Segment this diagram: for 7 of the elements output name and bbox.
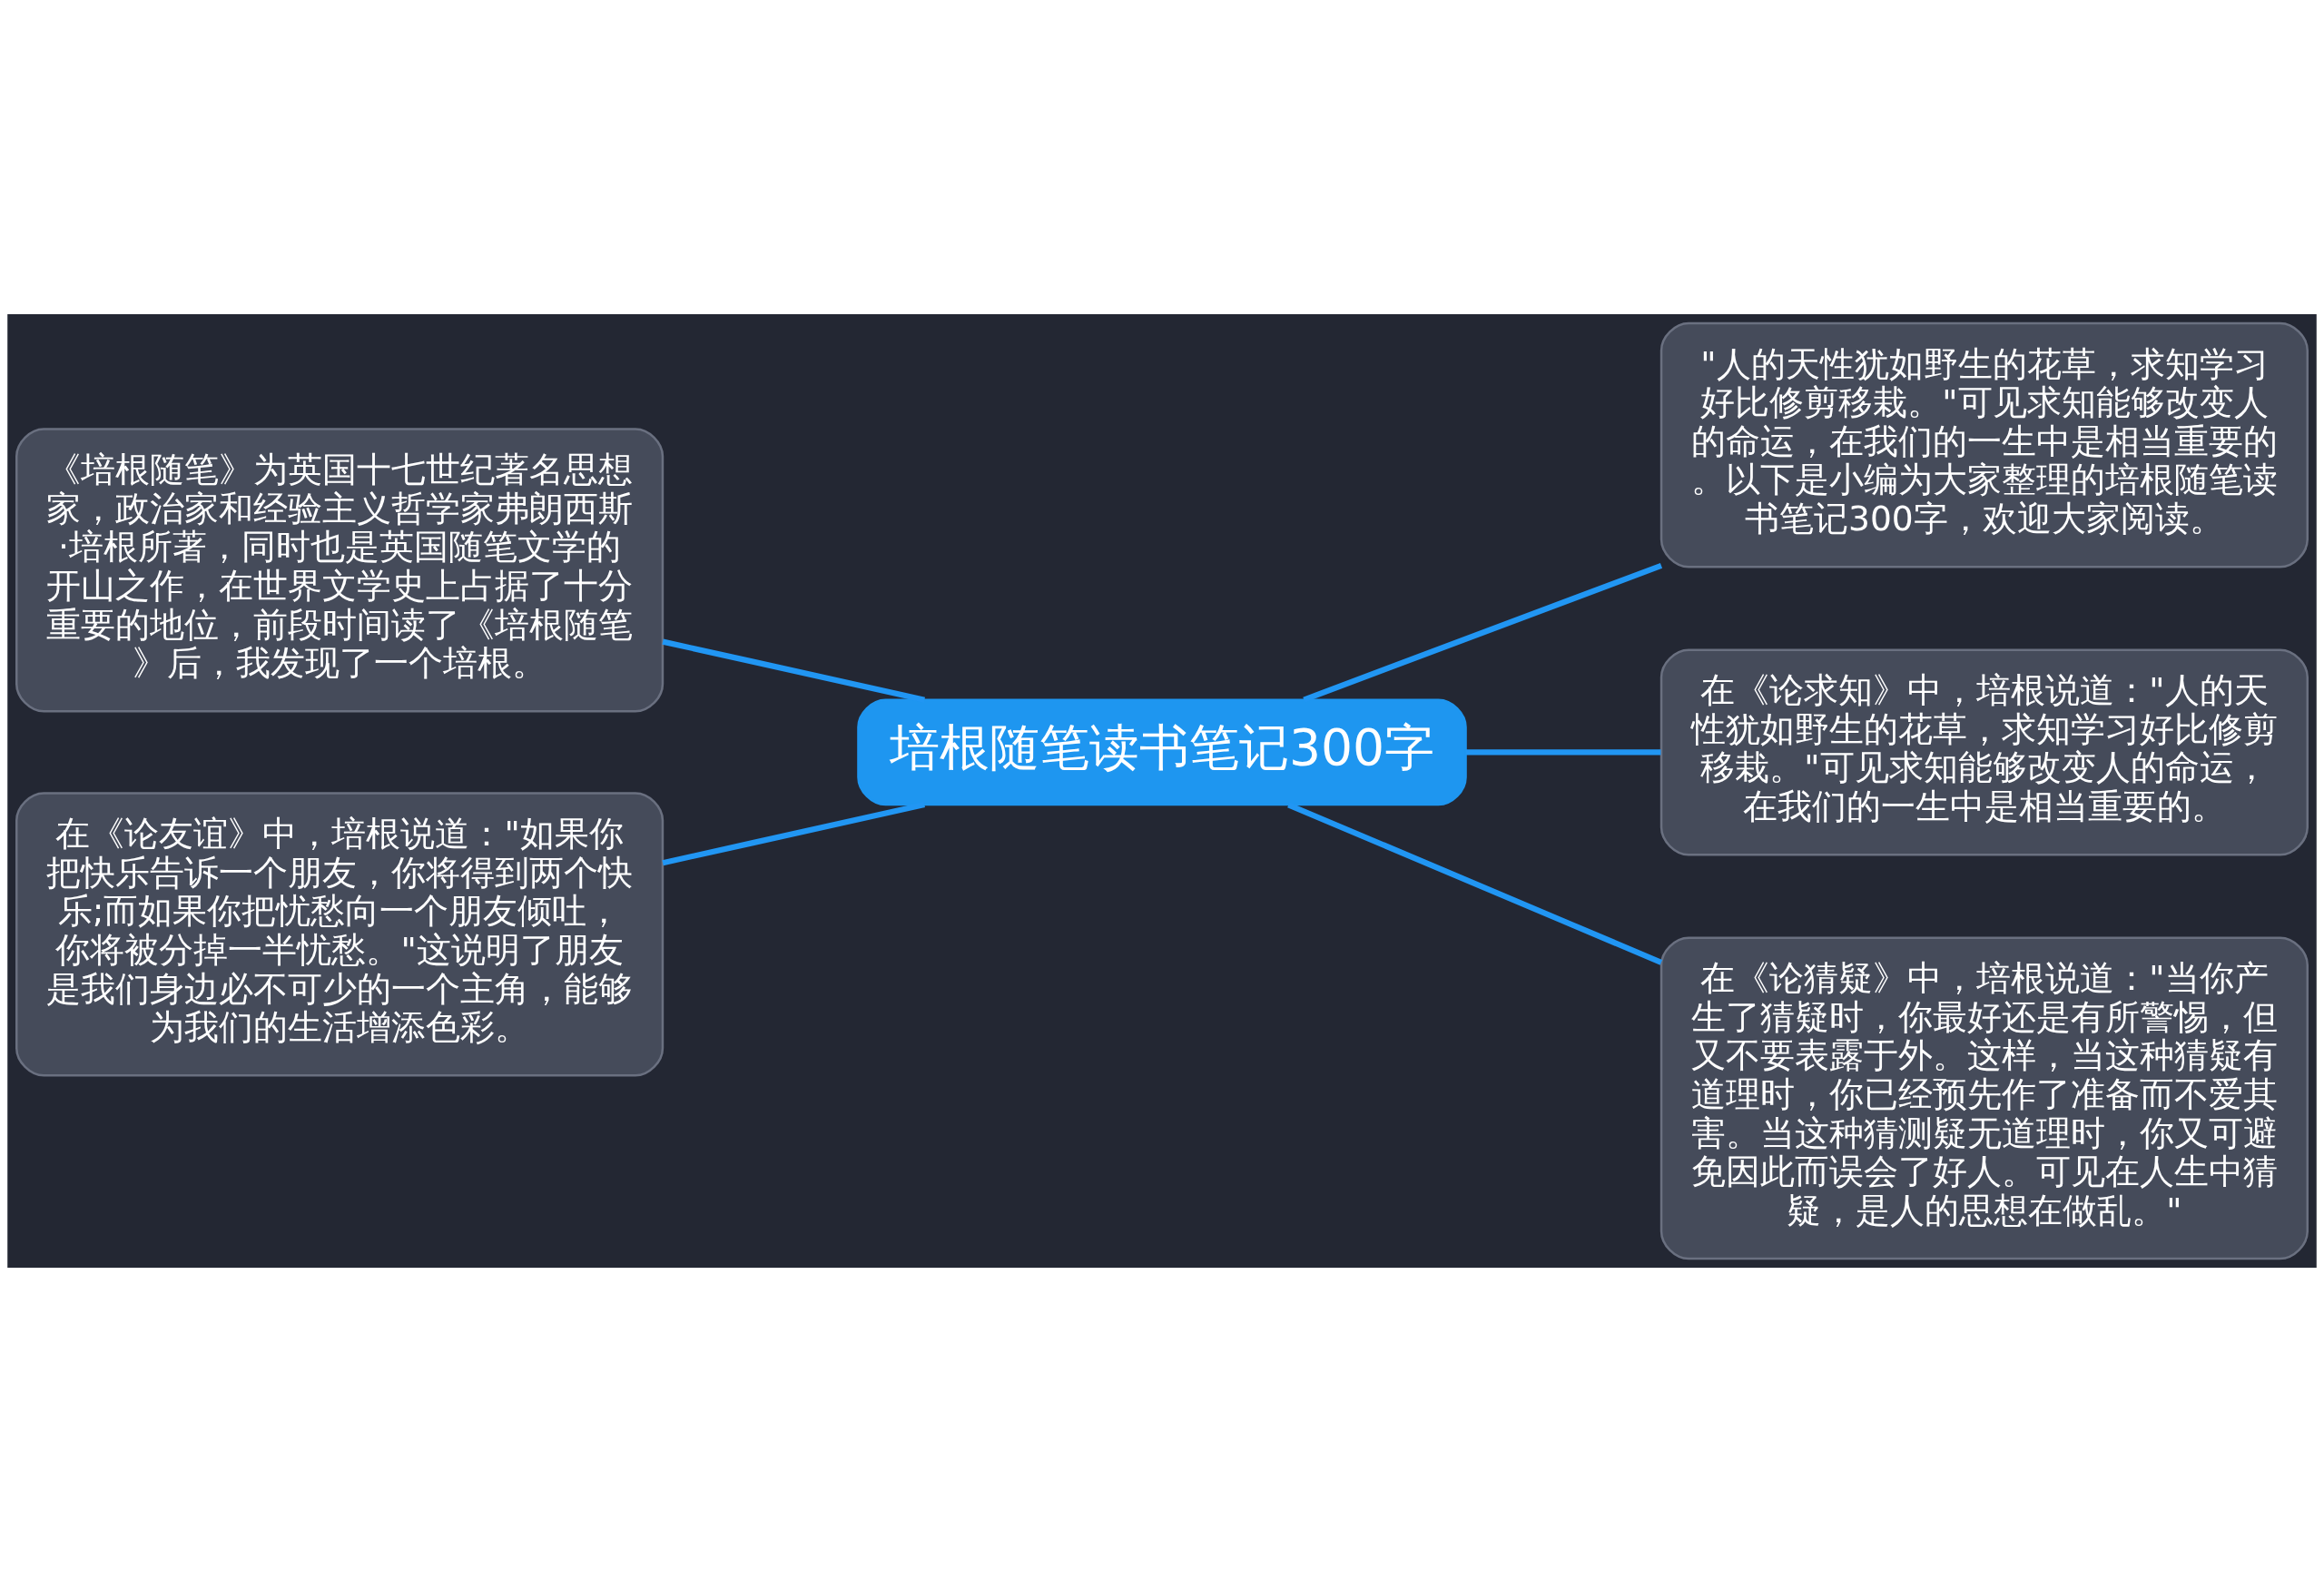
node-box: 在《论猜疑》中，培根说道："当你产生了猜疑时，你最好还是有所警惕，但又不要表露于外。这样，当这种猜疑有道理时，你已经预先作了准备而不爱其害。当这种猜测疑无道理时，你又可避免因此而误会了好人。可见在人生中猜疑，是人的思想在做乱。" [1659,935,2309,1260]
node-box: 《培根随笔》为英国十七世纪著名思想家，政治家和经验主义哲学家弗朗西斯·培根所著，同时也是英国随笔文学的开山之作，在世界文学史上占据了十分重要的地位，前段时间读了《培根随笔》后，我发现了一个培根。 [15,427,665,713]
node-box: "人的天性犹如野生的花草，求知学习好比修剪移栽。"可见求知能够改变人的命运，在我们的一生中是相当重要的。以下是小编为大家整理的培根随笔读书笔记300字，欢迎大家阅读。 [1659,321,2309,568]
node-box: 在《论求知》中，培根说道："人的天性犹如野生的花草，求知学习好比修剪移栽。"可见求知能够改变人的命运，在我们的一生中是相当重要的。 [1659,647,2309,855]
connector [1465,748,1661,756]
node-box: 在《论友谊》中，培根说道："如果你把快乐告诉一个朋友，你将得到两个快乐;而如果你把忧愁向一个朋友倾吐，你将被分掉一半忧愁。"这说明了朋友是我们身边必不可少的一个主角，能够为我们的生活增添色彩。 [15,791,665,1076]
node-box: 培根随笔读书笔记300字 [857,698,1467,805]
